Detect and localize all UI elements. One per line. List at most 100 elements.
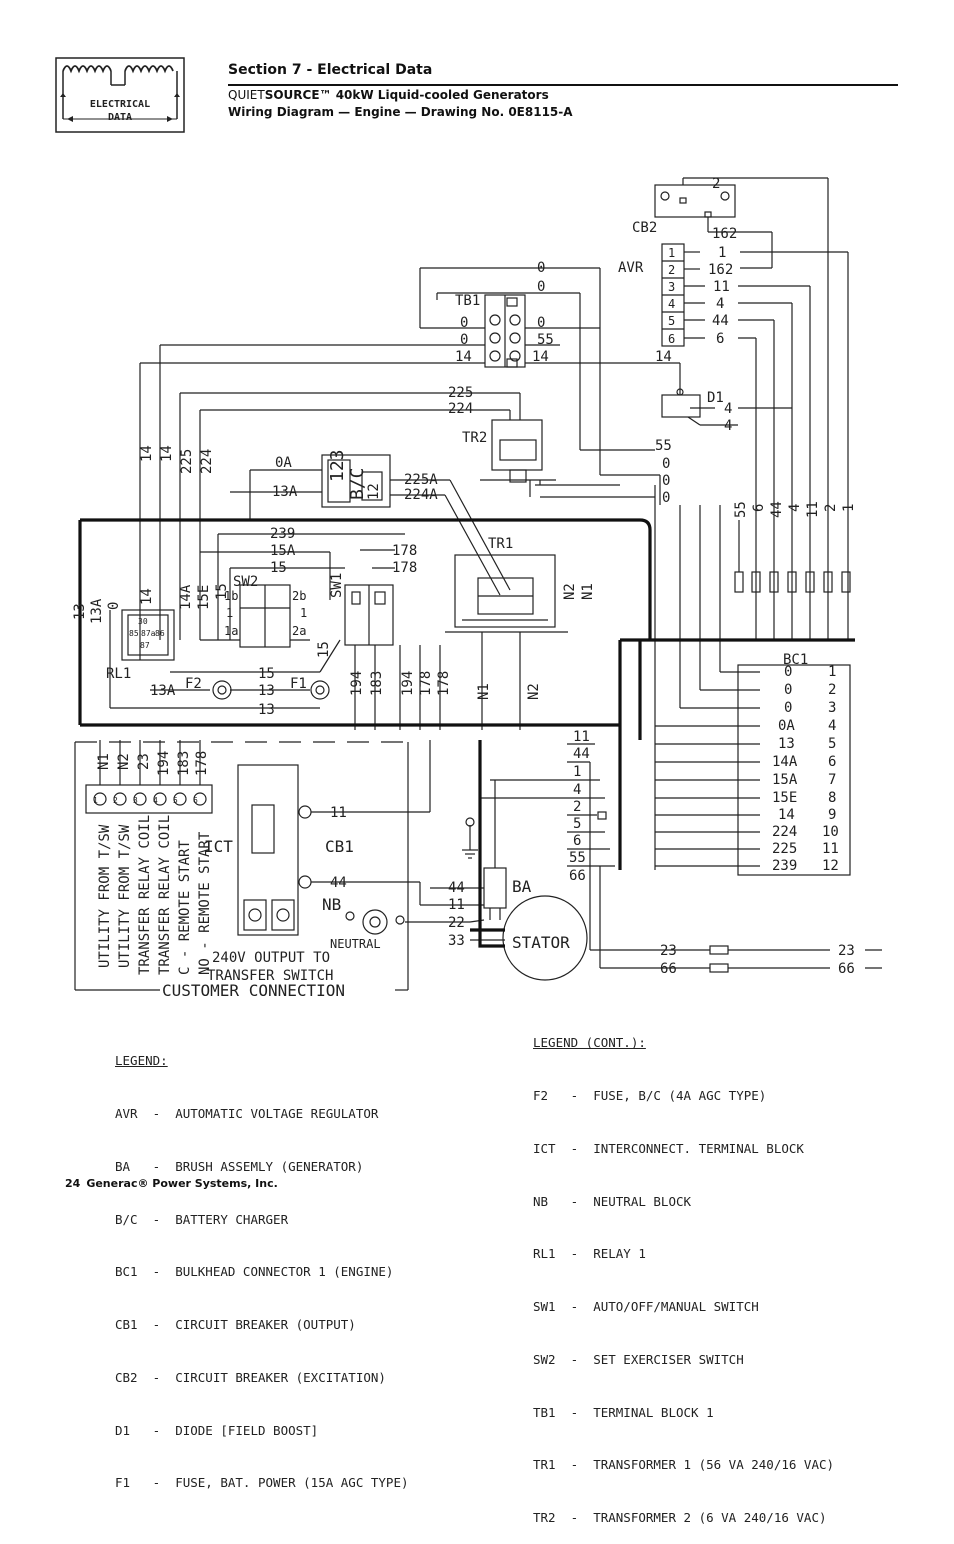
company-name: Generac® Power Systems, Inc. [86, 1177, 278, 1190]
legend-item: AVR - AUTOMATIC VOLTAGE REGULATOR [115, 1105, 379, 1121]
tb1-right-1: 0 [537, 315, 545, 331]
d1-wire-1: 4 [724, 401, 732, 417]
lwire-13a: 13A [89, 598, 105, 624]
product-prefix: QUIET [228, 88, 265, 102]
stator-wire-55: 55 [569, 850, 586, 866]
tr1-n1: N1 [580, 583, 596, 600]
legend-item: F1 - FUSE, BAT. POWER (15A AGC TYPE) [115, 1475, 409, 1491]
bc1-wire-3: 0 [784, 700, 792, 716]
avr-pin-3: 3 [668, 280, 675, 294]
stator-wire-2: 2 [573, 799, 581, 815]
cb2-label: CB2 [632, 220, 657, 236]
out-wire-23-left: 23 [660, 943, 677, 959]
vwire-224: 224 [199, 449, 215, 474]
stator-wire-4: 4 [573, 782, 581, 798]
legend-item: ICT - INTERCONNECT. TERMINAL BLOCK [533, 1140, 804, 1156]
battery-charger [321, 454, 391, 508]
bc1-wire-9: 14 [778, 807, 795, 823]
mwire-194b: 194 [400, 671, 416, 696]
legend-item: TR2 - TRANSFORMER 2 (6 VA 240/16 VAC) [533, 1510, 827, 1526]
bc1-wire-5: 13 [778, 736, 795, 752]
avr-pin-1: 1 [668, 246, 675, 260]
bc-label: B/C [347, 467, 368, 500]
ict-wire-n2: N2 [116, 753, 132, 770]
icon-label-electrical: ELECTRICAL [90, 99, 150, 110]
output-label-2: TRANSFER SWITCH [207, 968, 333, 984]
bc1-pin-3: 3 [828, 700, 836, 716]
hwire-2: 2 [823, 504, 839, 512]
sw-wire-239: 239 [270, 526, 295, 542]
bc1-pin-1: 1 [828, 664, 836, 680]
tr1-label: TR1 [488, 536, 513, 552]
stator-label: STATOR [512, 933, 570, 952]
d1-input-wire: 14 [655, 349, 672, 365]
ict-num-5: 5 [173, 796, 178, 805]
mwire-178b: 178 [436, 671, 452, 696]
sw1-label: SW1 [329, 573, 345, 598]
legend-item: F2 - FUSE, B/C (4A AGC TYPE) [533, 1087, 767, 1103]
ba-label: BA [512, 877, 532, 896]
avr-pin-5: 5 [668, 314, 675, 328]
tr1-n2: N2 [562, 583, 578, 600]
bc-wire-224a: 224A [404, 487, 438, 503]
sw-wire-178b: 178 [392, 560, 417, 576]
product-tail: ™ 40kW Liquid-cooled Generators [319, 88, 549, 102]
output-label-1: 240V OUTPUT TO [212, 950, 330, 966]
sw-wire-15a: 15A [270, 543, 296, 559]
out-wire-66-left: 66 [660, 961, 677, 977]
tr2-label: TR2 [462, 430, 487, 446]
upper-right-wire-0c: 0 [662, 490, 670, 506]
harness-connectors [734, 571, 851, 593]
bc1-wire-7: 15A [772, 772, 798, 788]
sw2-t1a: 1a [224, 624, 238, 638]
rl1-pin-86: 86 [155, 629, 165, 638]
vwire-225: 225 [179, 449, 195, 474]
header-rule [228, 84, 898, 86]
ba-wire-22: 22 [448, 915, 465, 931]
legend-item: BC1 - BULKHEAD CONNECTOR 1 (ENGINE) [115, 1264, 394, 1280]
lwire-14a: 14A [178, 584, 194, 610]
bc1-pin-11: 11 [822, 841, 839, 857]
ict-desc-3: TRANSFER RELAY COIL [137, 815, 153, 975]
ba-wire-33: 33 [448, 933, 465, 949]
legend-item: NB - NEUTRAL BLOCK [533, 1193, 692, 1209]
product-line: QUIETSOURCE™ 40kW Liquid-cooled Generato… [228, 88, 549, 102]
bc1-wire-8: 15E [772, 790, 797, 806]
wiring-diagram: CB2 2 162 AVR 1 2 3 4 5 6 1 162 11 4 44 … [72, 176, 882, 1000]
ict-num-4: 4 [153, 796, 158, 805]
cb1-wire-11: 11 [330, 805, 347, 821]
bc1-pin-2: 2 [828, 682, 836, 698]
tb1-left-1: 0 [460, 315, 468, 331]
sw1-lower-wire: 15 [316, 641, 332, 658]
tr1-transformer [454, 554, 556, 628]
bc1-pin-10: 10 [822, 824, 839, 840]
cb1-wire-44: 44 [330, 875, 347, 891]
lwire-13: 13 [72, 603, 88, 620]
sw2-t1b: 1b [224, 589, 238, 603]
legend-title-cont: LEGEND (CONT.): [533, 1035, 646, 1051]
avr-wire-2: 162 [708, 262, 733, 278]
bc-pins-bottom: 12 [366, 483, 382, 500]
legend-item: RL1 - RELAY 1 [533, 1246, 646, 1262]
avr-label: AVR [618, 260, 644, 276]
customer-connection-label: CUSTOMER CONNECTION [162, 981, 345, 1000]
bc1-wire-2: 0 [784, 682, 792, 698]
bc1-label: BC1 [783, 652, 808, 668]
rl1-label: RL1 [106, 666, 131, 682]
mwire-178a: 178 [418, 671, 434, 696]
neutral-block [362, 909, 388, 935]
stator-wire-1: 1 [573, 764, 581, 780]
bc1-wire-12: 239 [772, 858, 797, 874]
legend-item: BA - BRUSH ASSEMLY (GENERATOR) [115, 1158, 364, 1174]
ict-num-2: 2 [113, 796, 118, 805]
ict-wire-n1: N1 [96, 753, 112, 770]
product-bold: SOURCE [264, 88, 320, 102]
ict-wire-194: 194 [156, 751, 172, 776]
legend-item: B/C - BATTERY CHARGER [115, 1211, 289, 1227]
bc1-pin-4: 4 [828, 718, 836, 734]
ict-desc-2: UTILITY FROM T/SW [117, 824, 133, 968]
f2-label: F2 [185, 676, 202, 692]
nwire-n2: N2 [526, 683, 542, 700]
sw2-t2a: 2a [292, 624, 306, 638]
ict-num-6: 6 [193, 796, 198, 805]
